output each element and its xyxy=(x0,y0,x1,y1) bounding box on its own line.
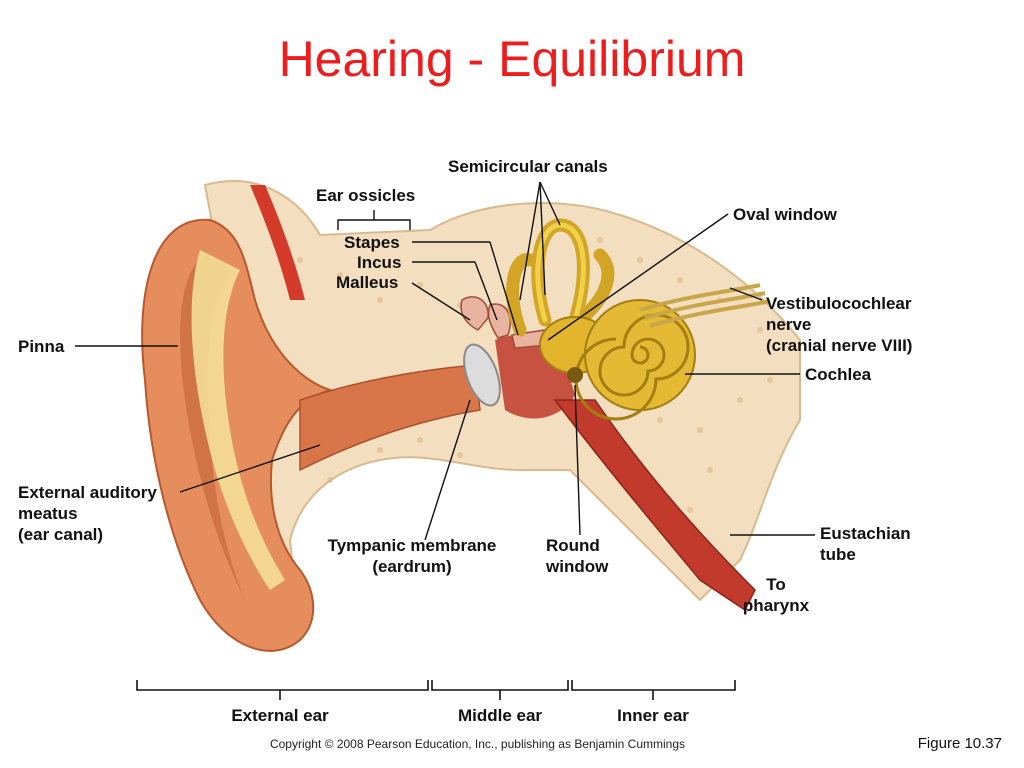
label-ear-ossicles: Ear ossicles xyxy=(316,186,416,205)
tympanic-membrane-shape xyxy=(463,343,501,407)
label-incus: Incus xyxy=(357,253,402,272)
temporal-bone xyxy=(203,180,801,641)
label-semicircular-canals: Semicircular canals xyxy=(448,157,608,176)
cartilage xyxy=(191,250,285,590)
copyright-notice: Copyright © 2008 Pearson Education, Inc.… xyxy=(269,737,686,751)
label-stapes: Stapes xyxy=(344,233,400,252)
blood-vessel xyxy=(250,185,305,300)
figure-number: Figure 10.37 xyxy=(917,735,1002,752)
eustachian-tube-shape xyxy=(553,399,756,612)
label-pinna: Pinna xyxy=(18,337,65,356)
semicircular-canals-highlight xyxy=(535,222,586,323)
label-cochlea: Cochlea xyxy=(805,365,872,384)
label-oval-window: Oval window xyxy=(733,205,837,224)
region-inner-ear: Inner ear xyxy=(617,706,689,725)
region-external-ear: External ear xyxy=(231,706,329,725)
label-round-window: Round window xyxy=(546,536,609,576)
round-window-shape xyxy=(567,367,583,383)
label-external-auditory-meatus: External auditory meatus (ear canal) xyxy=(18,483,157,544)
region-middle-ear: Middle ear xyxy=(457,706,543,725)
label-tympanic-membrane: Tympanic membrane (eardrum) xyxy=(327,536,497,576)
vestibulocochlear-nerve-shape xyxy=(639,283,771,328)
page-title: Hearing - Equilibrium xyxy=(278,31,746,87)
region-brackets xyxy=(136,680,736,700)
label-malleus: Malleus xyxy=(336,273,399,292)
label-eustachian-tube: Eustachian tube xyxy=(820,524,911,564)
cochlea-spiral xyxy=(574,313,690,421)
label-vestibulocochlear-nerve: Vestibulocochlear nerve (cranial nerve V… xyxy=(766,294,913,355)
label-to-pharynx: To pharynx xyxy=(742,575,810,615)
leader-lines xyxy=(75,181,815,541)
ear-canal xyxy=(299,364,481,472)
